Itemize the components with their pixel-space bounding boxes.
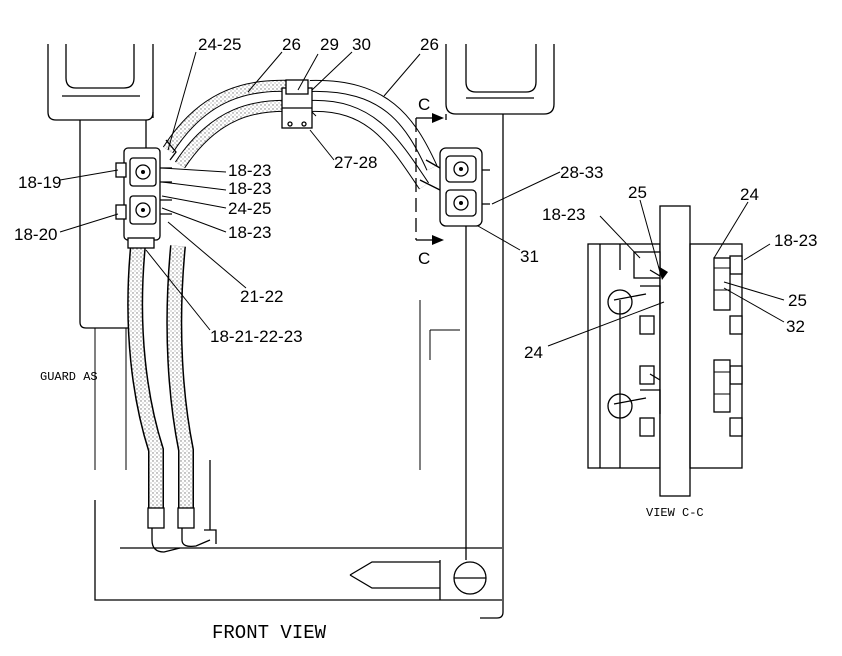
- callout-27-28: 27-28: [334, 153, 377, 172]
- callout-26-right: 26: [420, 35, 439, 54]
- front-view-caption: FRONT VIEW: [212, 622, 327, 644]
- callout-18-23-b: 18-23: [228, 179, 271, 198]
- captions: GUARD AS VIEW C-C FRONT VIEW: [40, 370, 704, 644]
- callout-21-22: 21-22: [240, 287, 283, 306]
- callout-30: 30: [352, 35, 371, 54]
- view-callout-25-left: 25: [628, 183, 647, 202]
- guard-caption: GUARD AS: [40, 370, 98, 384]
- view-callout-32: 32: [786, 317, 805, 336]
- view-callout-24-mid: 24: [524, 343, 543, 362]
- hose-26-right: [309, 79, 438, 190]
- view-callout-18-23-right: 18-23: [774, 231, 817, 250]
- right-upright: [445, 44, 555, 560]
- hose-26-left: [162, 79, 296, 169]
- callout-18-20: 18-20: [14, 225, 57, 244]
- section-mark-bottom: C: [418, 249, 430, 268]
- view-callout-24-top: 24: [740, 185, 759, 204]
- callout-24-25-mid: 24-25: [228, 199, 271, 218]
- view-cc-drawing: [587, 205, 743, 497]
- callout-28-33: 28-33: [560, 163, 603, 182]
- callout-26-left: 26: [282, 35, 301, 54]
- view-callout-18-23-left: 18-23: [542, 205, 585, 224]
- lower-hoses: [127, 237, 217, 553]
- callout-29: 29: [320, 35, 339, 54]
- right-valve-block: [419, 147, 490, 227]
- view-cc-leaders: [547, 199, 785, 347]
- callout-18-23-c: 18-23: [228, 223, 271, 242]
- callout-24-25-top: 24-25: [198, 35, 241, 54]
- callout-18-21-22-23: 18-21-22-23: [210, 327, 303, 346]
- hose-clamp: [281, 79, 317, 129]
- leader-lines: [59, 51, 561, 331]
- left-valve-block: [115, 139, 177, 241]
- callout-31: 31: [520, 247, 539, 266]
- callout-18-19: 18-19: [18, 173, 61, 192]
- left-upright: [47, 44, 154, 470]
- section-line-cc: C C: [415, 95, 444, 268]
- callout-labels: 24-25 26 29 30 26 18-19 18-23 18-23 24-2…: [14, 35, 817, 362]
- view-callout-25-right: 25: [788, 291, 807, 310]
- section-mark-top: C: [418, 95, 430, 114]
- view-cc-caption: VIEW C-C: [646, 506, 704, 520]
- callout-18-23-a: 18-23: [228, 161, 271, 180]
